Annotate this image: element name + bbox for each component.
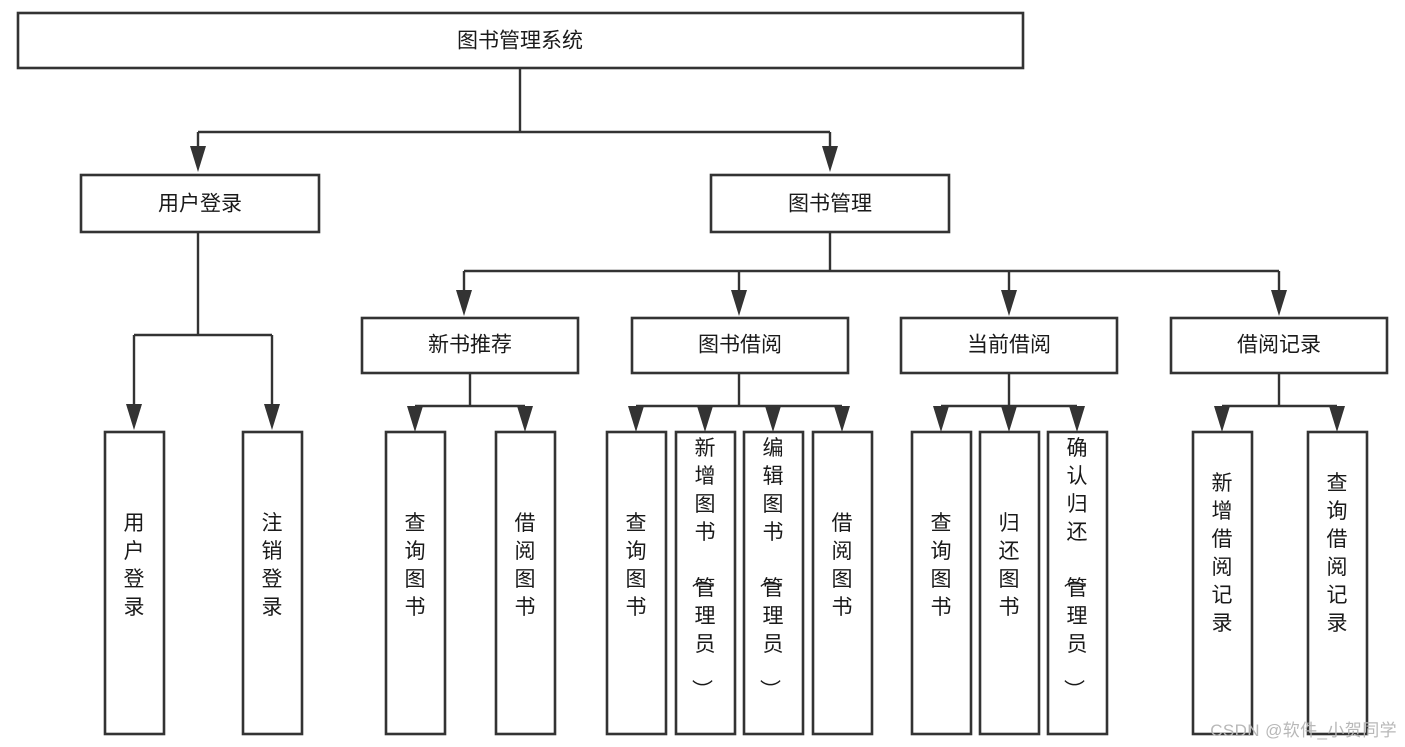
node-leaf-edit-book-box[interactable]	[742, 430, 805, 736]
node-new-book-rec-label: 新书推荐	[428, 334, 512, 357]
node-leaf-user-login-label: 用户登录	[124, 512, 145, 619]
node-leaf-query-book-3-box[interactable]	[910, 430, 973, 736]
node-leaf-borrow-book-2-label: 借阅图书	[832, 512, 853, 619]
node-leaf-return-book[interactable]: 归还图书	[978, 430, 1041, 736]
node-leaf-return-book-label: 归还图书	[999, 512, 1020, 619]
node-borrow-record[interactable]: 借阅记录	[1169, 316, 1389, 375]
node-leaf-add-book-box[interactable]	[674, 430, 737, 736]
arrow-icon-leaf-query-book-2	[628, 406, 644, 432]
node-leaf-user-login-box[interactable]	[103, 430, 166, 736]
arrow-icon-new-book-rec	[456, 290, 472, 316]
node-book-manage-box[interactable]	[709, 173, 951, 234]
csdn-watermark: CSDN @软件_小贺同学	[1210, 721, 1397, 740]
node-leaf-add-book[interactable]: 新增图书（管理员）	[674, 430, 737, 736]
node-borrow-record-box[interactable]	[1169, 316, 1389, 375]
node-current-borrow-label: 当前借阅	[967, 334, 1051, 357]
arrow-icon-leaf-edit-book	[765, 406, 781, 432]
edge-group-root	[190, 68, 838, 172]
node-leaf-add-record[interactable]: 新增借阅记录	[1191, 430, 1254, 736]
node-root-box[interactable]	[16, 11, 1025, 70]
node-user-login-label: 用户登录	[158, 193, 242, 216]
node-leaf-query-record-box[interactable]	[1306, 430, 1369, 736]
node-current-borrow-box[interactable]	[899, 316, 1119, 375]
node-leaf-query-book-3[interactable]: 查询图书	[910, 430, 973, 736]
edge-group-user-login	[126, 232, 280, 430]
edge-group-borrow-record	[1214, 374, 1345, 432]
node-leaf-borrow-book-1[interactable]: 借阅图书	[494, 430, 557, 736]
node-leaf-user-logout-box[interactable]	[241, 430, 304, 736]
node-user-login[interactable]: 用户登录	[79, 173, 321, 234]
node-leaf-query-book-2-label: 查询图书	[626, 512, 647, 619]
node-leaf-add-record-label: 新增借阅记录	[1212, 472, 1233, 635]
node-user-login-box[interactable]	[79, 173, 321, 234]
arrow-icon-leaf-user-login	[126, 404, 142, 430]
node-new-book-rec[interactable]: 新书推荐	[360, 316, 580, 375]
arrow-icon-borrow-record	[1271, 290, 1287, 316]
node-leaf-query-book-2-box[interactable]	[605, 430, 668, 736]
node-leaf-edit-book-label: 编辑图书（管理员）	[758, 437, 784, 700]
node-leaf-query-record-label: 查询借阅记录	[1327, 472, 1348, 635]
node-leaf-borrow-book-2-box[interactable]	[811, 430, 874, 736]
node-book-borrow-label: 图书借阅	[698, 334, 782, 357]
node-leaf-confirm-return-label: 确认归还（管理员）	[1062, 437, 1088, 700]
node-book-manage-label: 图书管理	[788, 193, 872, 216]
node-leaf-query-book-2[interactable]: 查询图书	[605, 430, 668, 736]
node-borrow-record-label: 借阅记录	[1237, 334, 1321, 357]
node-leaf-user-logout-label: 注销登录	[262, 512, 283, 619]
arrow-icon-to-user-login	[190, 146, 206, 172]
arrow-icon-to-book-manage	[822, 146, 838, 172]
node-leaf-return-book-box[interactable]	[978, 430, 1041, 736]
node-leaf-borrow-book-1-label: 借阅图书	[515, 512, 536, 619]
node-current-borrow[interactable]: 当前借阅	[899, 316, 1119, 375]
node-leaf-query-book-3-label: 查询图书	[931, 512, 952, 619]
node-book-borrow[interactable]: 图书借阅	[630, 316, 850, 375]
arrow-icon-book-borrow	[731, 290, 747, 316]
arrow-icon-leaf-borrow-book-2	[834, 406, 850, 432]
arrow-icon-leaf-user-logout	[264, 404, 280, 430]
arrow-icon-current-borrow	[1001, 290, 1017, 316]
node-leaf-borrow-book-1-box[interactable]	[494, 430, 557, 736]
edge-group-new-book-rec	[407, 374, 533, 432]
arrow-icon-leaf-confirm-return	[1069, 406, 1085, 432]
node-leaf-confirm-return[interactable]: 确认归还（管理员）	[1046, 430, 1109, 736]
edge-group-current-borrow	[933, 374, 1085, 432]
node-new-book-rec-box[interactable]	[360, 316, 580, 375]
arrow-icon-leaf-query-book-1	[407, 406, 423, 432]
node-book-manage[interactable]: 图书管理	[709, 173, 951, 234]
edge-group-book-borrow	[628, 374, 850, 432]
arrow-icon-leaf-add-record	[1214, 406, 1230, 432]
node-leaf-query-book-1-label: 查询图书	[405, 512, 426, 619]
node-leaf-user-login[interactable]: 用户登录	[103, 430, 166, 736]
arrow-icon-leaf-borrow-book-1	[517, 406, 533, 432]
node-leaf-query-book-1-box[interactable]	[384, 430, 447, 736]
node-book-borrow-box[interactable]	[630, 316, 850, 375]
node-leaf-add-record-box[interactable]	[1191, 430, 1254, 736]
node-leaf-edit-book[interactable]: 编辑图书（管理员）	[742, 430, 805, 736]
node-leaf-query-book-1[interactable]: 查询图书	[384, 430, 447, 736]
node-root[interactable]: 图书管理系统	[16, 11, 1025, 70]
node-leaf-user-logout[interactable]: 注销登录	[241, 430, 304, 736]
node-leaf-add-book-label: 新增图书（管理员）	[690, 437, 716, 700]
arrow-icon-leaf-add-book	[697, 406, 713, 432]
node-leaf-confirm-return-box[interactable]	[1046, 430, 1109, 736]
node-leaf-query-record[interactable]: 查询借阅记录	[1306, 430, 1369, 736]
edge-group-book-manage	[456, 232, 1287, 316]
arrow-icon-leaf-query-book-3	[933, 406, 949, 432]
node-leaf-borrow-book-2[interactable]: 借阅图书	[811, 430, 874, 736]
arrow-icon-leaf-query-record	[1329, 406, 1345, 432]
node-root-label: 图书管理系统	[457, 30, 583, 53]
arrow-icon-leaf-return-book	[1001, 406, 1017, 432]
